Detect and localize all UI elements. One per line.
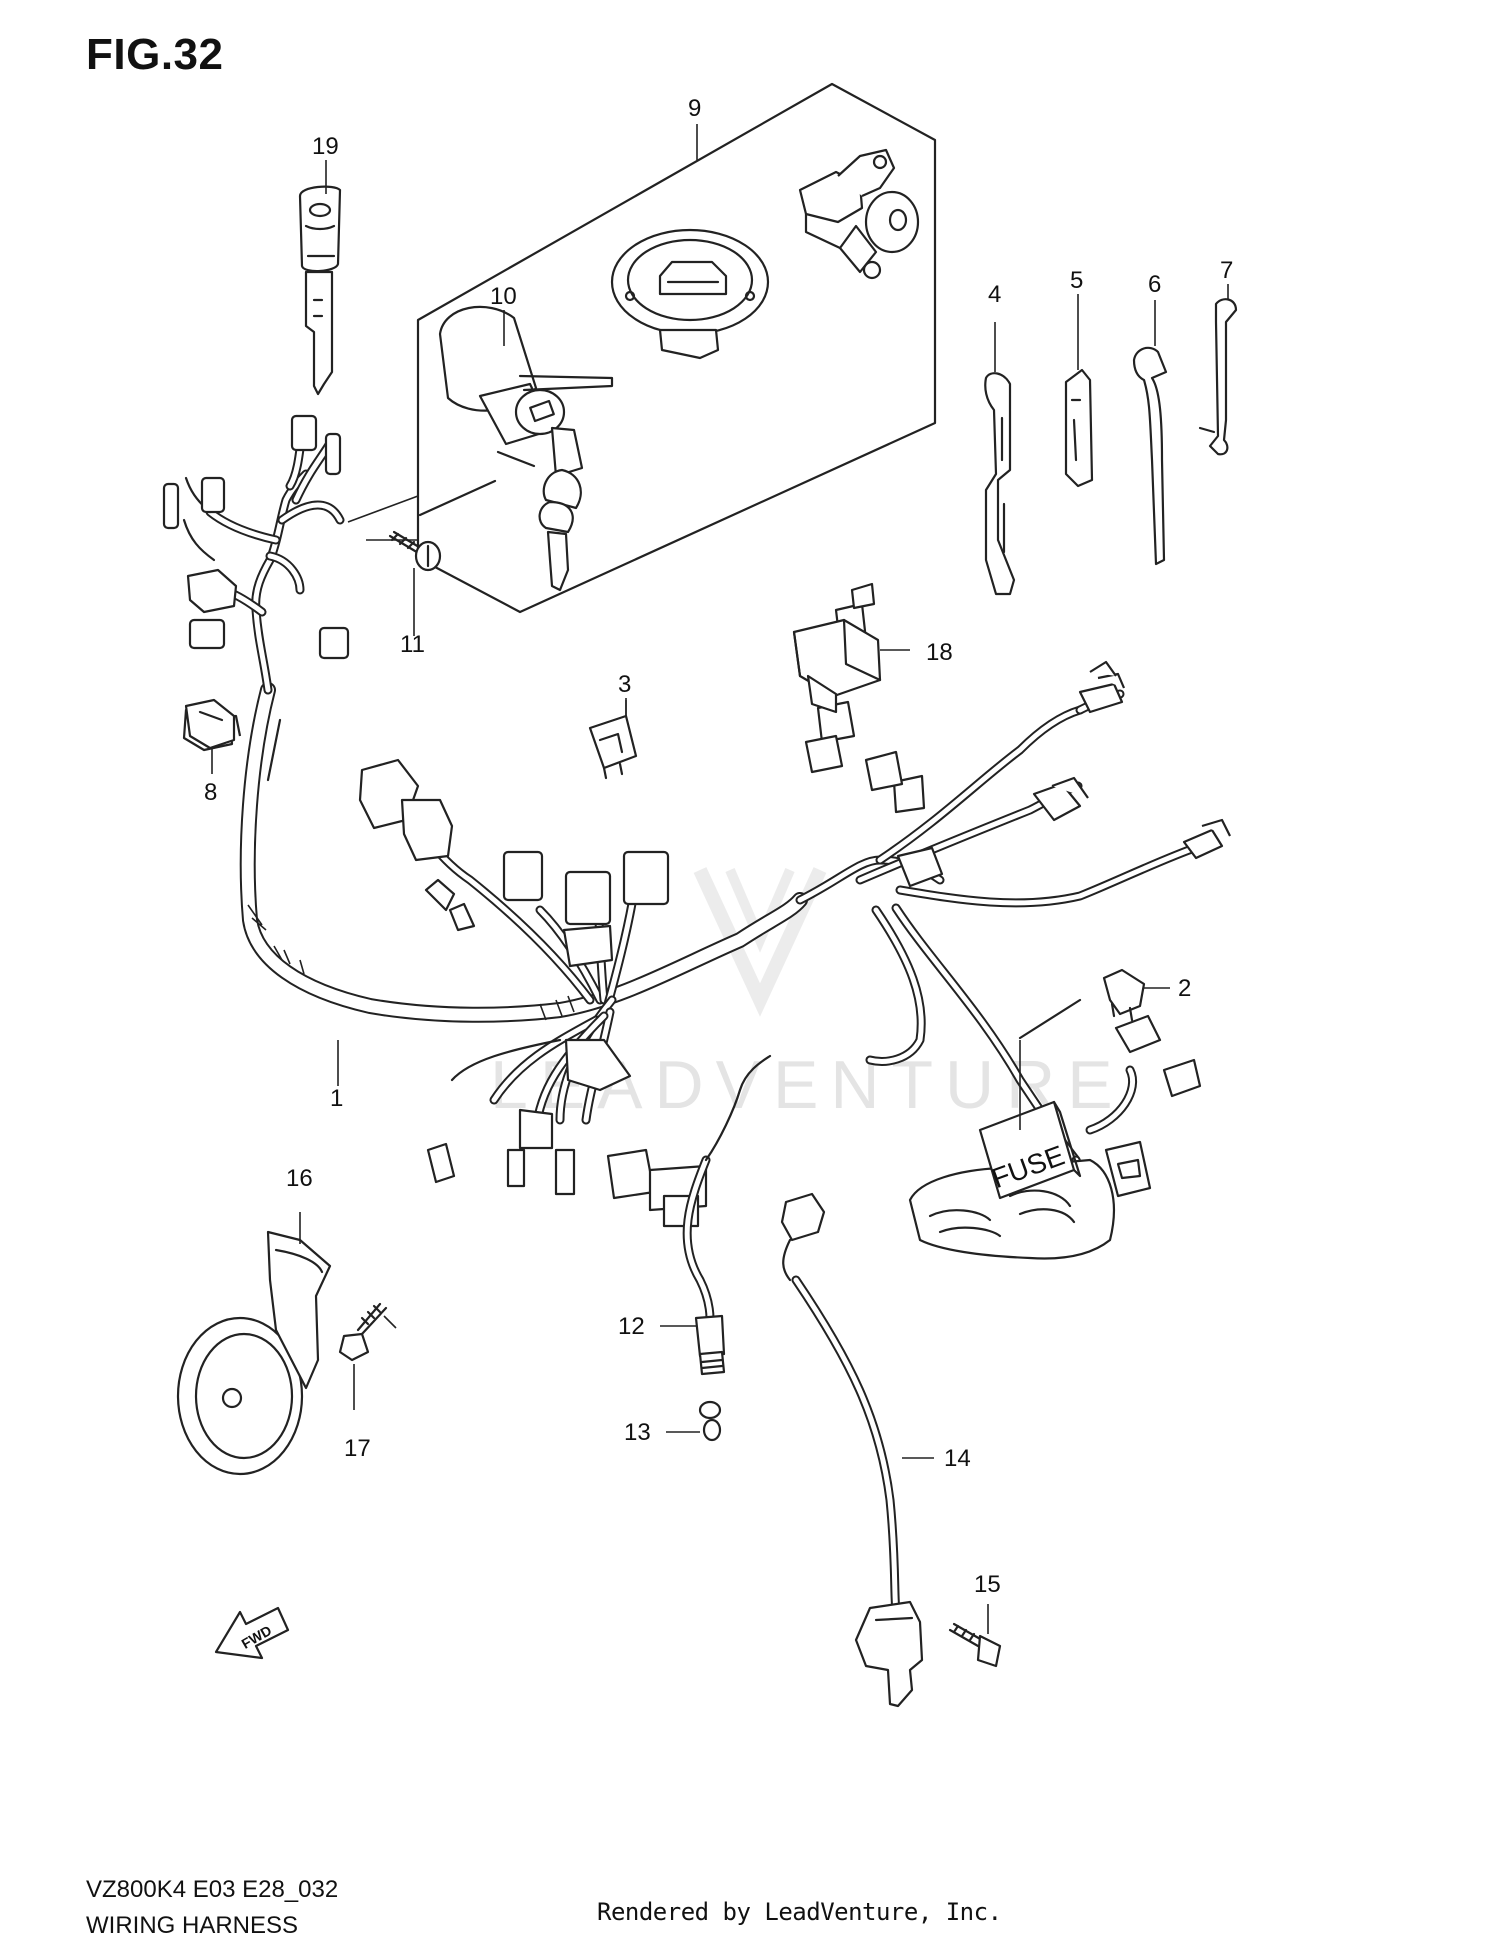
connector-group-center (358, 758, 708, 1228)
part-1-wiring-harness (182, 415, 808, 1023)
part-16-horn-icon (176, 1212, 332, 1476)
rendered-by-credit: Rendered by LeadVenture, Inc. (597, 1898, 1002, 1926)
figure-name: WIRING HARNESS (86, 1912, 299, 1939)
callout-11: 11 (400, 631, 425, 658)
callout-10: 10 (490, 283, 517, 310)
callout-leaders (211, 124, 1229, 1086)
fuel-cap-icon (610, 228, 770, 360)
part-7-tie-icon (1198, 298, 1238, 456)
part-9-lock-set-frame (347, 82, 937, 614)
part-2-fuse-icon (1102, 968, 1170, 1022)
part-4-clamp-icon (984, 372, 1016, 596)
part-12-sensor-switch (660, 1054, 772, 1376)
figure-title: FIG.32 (86, 30, 224, 79)
callout-6: 6 (1148, 271, 1161, 298)
part-6-tie-icon (1132, 346, 1168, 566)
callout-1: 1 (330, 1085, 343, 1112)
callout-17: 17 (344, 1435, 371, 1462)
callout-7: 7 (1220, 257, 1233, 284)
callout-8: 8 (204, 779, 217, 806)
part-15-bolt-icon (948, 1604, 1002, 1668)
figure-code: VZ800K4 E03 E28_032 (86, 1876, 339, 1903)
part-18-relay-icon (792, 618, 910, 714)
part-11-screw-icon (388, 530, 442, 572)
part-17-bolt-icon (338, 1302, 397, 1410)
part-13-washer-icon (666, 1400, 722, 1442)
fwd-arrow-icon: FWD (214, 1606, 290, 1660)
callout-12: 12 (618, 1313, 645, 1340)
callout-9: 9 (688, 95, 701, 122)
part-19-key-icon (298, 185, 342, 396)
callout-13: 13 (624, 1419, 651, 1446)
callout-4: 4 (988, 281, 1001, 308)
part-5-clamp-icon (1064, 368, 1094, 488)
part-3-relay-icon (588, 700, 638, 780)
seat-lock-icon (798, 148, 920, 280)
part-14-sensor-cable (780, 1192, 934, 1708)
key-icon (538, 426, 584, 592)
callout-2: 2 (1178, 975, 1191, 1002)
fuse-box-assembly: FUSE (908, 998, 1202, 1260)
callout-16: 16 (286, 1165, 313, 1192)
callout-5: 5 (1070, 267, 1083, 294)
part-10-ignition-switch (438, 305, 614, 468)
part-8-clamp-icon (184, 698, 236, 750)
callout-3: 3 (618, 671, 631, 698)
callout-18: 18 (926, 639, 953, 666)
callout-15: 15 (974, 1571, 1001, 1598)
callout-14: 14 (944, 1445, 971, 1472)
callout-labels: 9 19 10 4 5 6 7 11 18 3 8 2 1 16 12 17 1… (204, 95, 1233, 1598)
watermark-logo (693, 867, 827, 1017)
callout-19: 19 (312, 133, 339, 160)
